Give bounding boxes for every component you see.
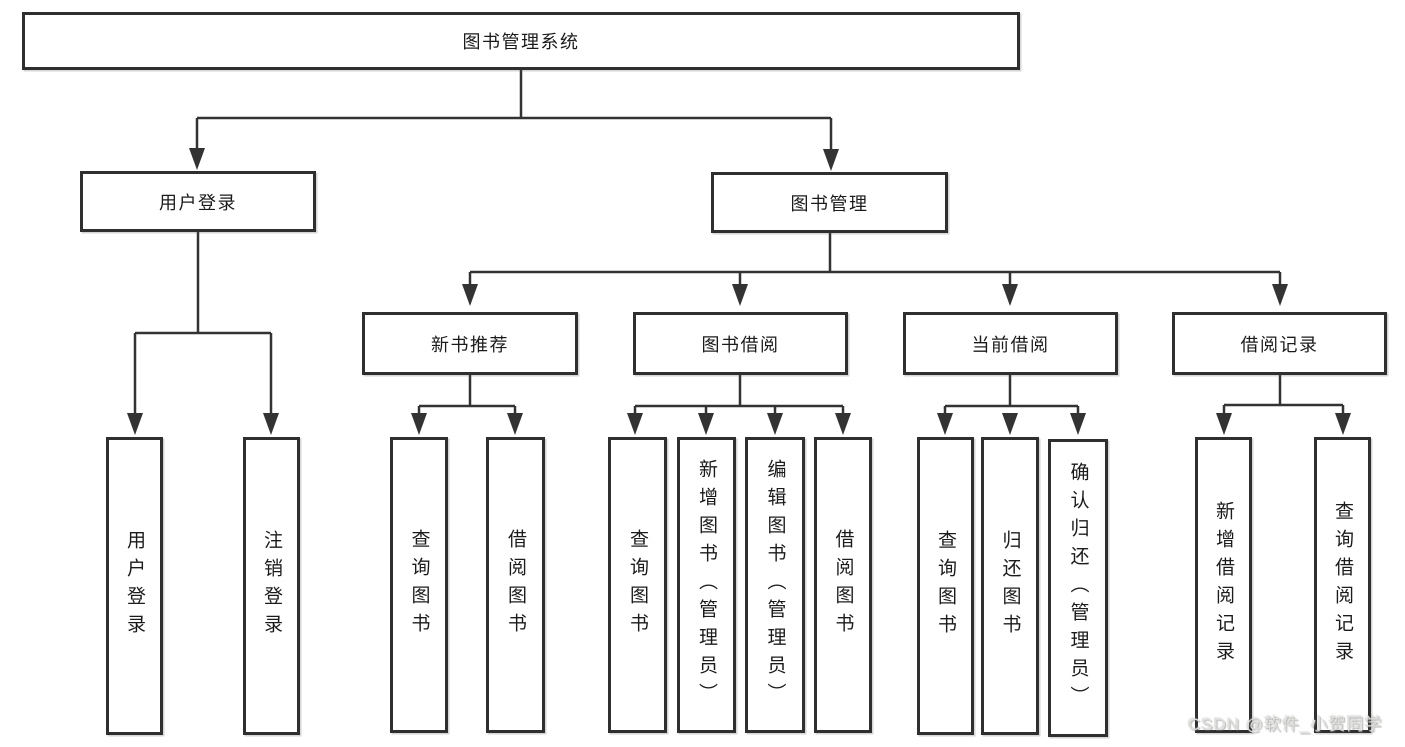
leaf-return-book: 归还图书 <box>981 437 1039 735</box>
leaf-borrow-books-recommend-label: 借阅图书 <box>505 529 526 641</box>
leaf-add-book-admin: 新增图书（管理员） <box>677 437 736 733</box>
node-book-management: 图书管理 <box>711 172 948 233</box>
leaf-query-books-recommend: 查询图书 <box>390 437 448 733</box>
node-user-login: 用户登录 <box>80 171 316 232</box>
node-new-book-recommend: 新书推荐 <box>362 312 578 375</box>
node-borrow-records: 借阅记录 <box>1172 312 1387 375</box>
leaf-query-books-borrow: 查询图书 <box>608 437 667 733</box>
leaf-edit-book-admin: 编辑图书（管理员） <box>745 437 805 733</box>
leaf-query-books-recommend-label: 查询图书 <box>408 529 430 641</box>
leaf-query-borrow-record: 查询借阅记录 <box>1314 437 1371 733</box>
csdn-watermark: CSDN @软件_小贺同学 <box>1188 715 1383 734</box>
leaf-user-login-label: 用户登录 <box>124 530 145 642</box>
leaf-query-books-current: 查询图书 <box>917 437 974 735</box>
leaf-edit-book-admin-label: 编辑图书（管理员） <box>764 459 786 711</box>
node-library-system: 图书管理系统 <box>22 12 1020 70</box>
leaf-query-books-borrow-label: 查询图书 <box>627 529 648 641</box>
leaf-borrow-books: 借阅图书 <box>814 437 872 733</box>
leaf-borrow-books-label: 借阅图书 <box>832 529 854 641</box>
leaf-borrow-books-recommend: 借阅图书 <box>486 437 545 733</box>
leaf-add-borrow-record: 新增借阅记录 <box>1195 437 1252 733</box>
leaf-confirm-return-admin-label: 确认归还（管理员） <box>1067 462 1089 714</box>
leaf-query-borrow-record-label: 查询借阅记录 <box>1332 501 1353 669</box>
leaf-logout: 注销登录 <box>243 437 300 735</box>
node-book-borrow: 图书借阅 <box>633 312 848 375</box>
leaf-user-login: 用户登录 <box>106 437 163 735</box>
leaf-return-book-label: 归还图书 <box>999 530 1021 642</box>
node-current-borrow: 当前借阅 <box>903 312 1118 375</box>
leaf-confirm-return-admin: 确认归还（管理员） <box>1048 439 1108 737</box>
leaf-query-books-current-label: 查询图书 <box>935 530 956 642</box>
leaf-logout-label: 注销登录 <box>261 530 282 642</box>
leaf-add-book-admin-label: 新增图书（管理员） <box>696 459 717 711</box>
leaf-add-borrow-record-label: 新增借阅记录 <box>1213 501 1234 669</box>
